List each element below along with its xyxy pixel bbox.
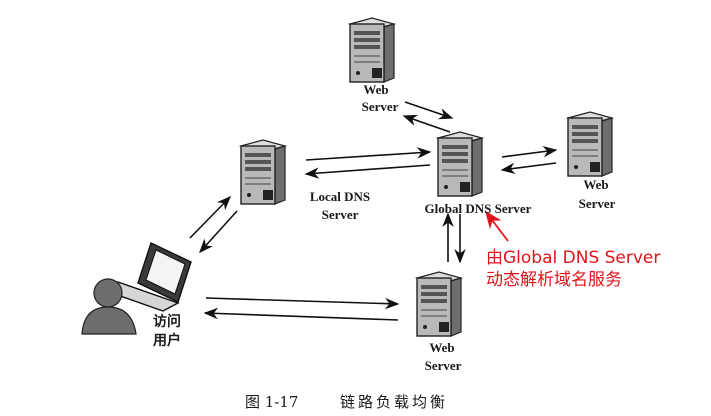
arrow-web-top-to-global xyxy=(404,101,454,120)
web-server-top-label-1: Web xyxy=(363,82,388,97)
annotation-line-2: 动态解析域名服务 xyxy=(486,270,622,290)
web-server-bottom-icon xyxy=(416,271,462,337)
local-dns-label-1: Local DNS xyxy=(310,189,370,204)
global-dns-label: Global DNS Server xyxy=(425,201,532,216)
figure-title: 链路负载均衡 xyxy=(340,393,448,411)
local-dns-label-2: Server xyxy=(322,207,359,222)
figure-number: 图 1-17 xyxy=(245,393,298,411)
arrow-web-right-to-global xyxy=(500,162,557,175)
connection-arrows xyxy=(189,101,558,321)
arrow-web-bottom-to-user xyxy=(203,307,399,321)
user-person-icon xyxy=(81,278,137,335)
global-dns-server-icon xyxy=(437,131,483,197)
annotation-line-1: 由Global DNS Server xyxy=(486,248,660,268)
arrow-local-to-user xyxy=(199,210,238,254)
web-server-right-icon xyxy=(567,111,613,177)
arrow-global-to-web-right xyxy=(501,145,558,158)
local-dns-server-icon xyxy=(240,139,286,205)
web-server-right-label-2: Server xyxy=(579,196,616,211)
web-server-bottom-label-1: Web xyxy=(429,340,454,355)
arrow-global-to-local xyxy=(304,164,431,179)
annotation-pointer-arrow xyxy=(484,210,509,242)
arrow-local-to-global xyxy=(305,147,432,161)
user-label-1: 访问 xyxy=(153,313,181,330)
web-server-top-label-2: Server xyxy=(362,99,399,114)
user-label-2: 用户 xyxy=(153,332,181,349)
arrow-global-to-web-top xyxy=(402,114,451,133)
web-server-bottom-label-2: Server xyxy=(425,358,462,373)
web-server-top-icon xyxy=(349,17,395,83)
web-server-right-label-1: Web xyxy=(583,177,608,192)
arrow-user-to-web-bottom xyxy=(205,297,400,310)
arrow-user-to-local xyxy=(189,195,232,239)
